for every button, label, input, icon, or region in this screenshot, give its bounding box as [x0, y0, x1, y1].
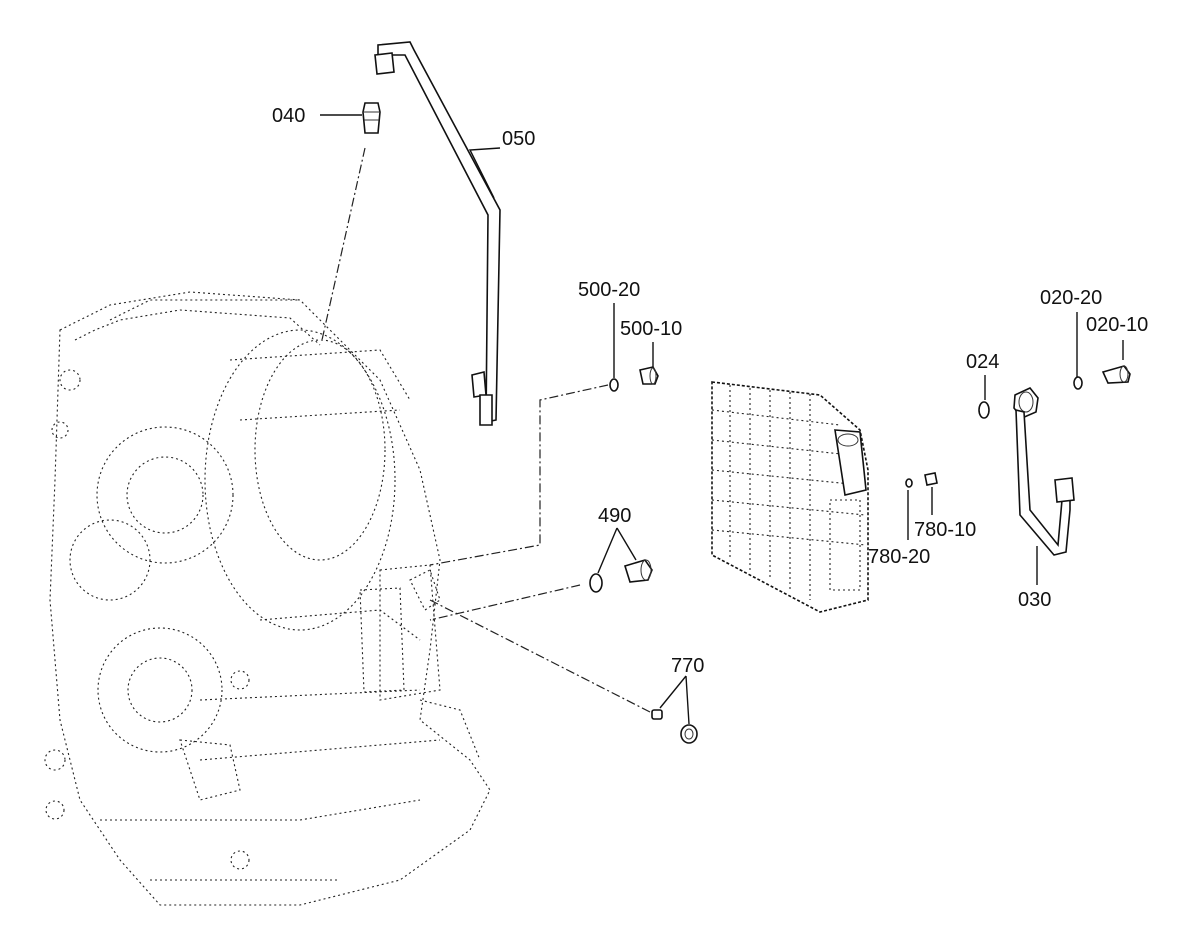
seal-ring-024: [978, 401, 990, 419]
seal-ring-490: [589, 573, 603, 593]
callout-labels: 040 050 500-20 500-10 024 020-20 020-10 …: [272, 105, 1148, 677]
label-020-20: 020-20: [1040, 287, 1102, 309]
transmission-housing: [44, 291, 491, 906]
label-490: 490: [598, 505, 631, 527]
seal-ring-780-20: [905, 478, 913, 488]
fitting-040: [362, 102, 381, 134]
seal-ring-770: [651, 709, 663, 720]
tube-030: [1013, 387, 1075, 556]
leader-lines: [320, 114, 1124, 725]
label-780-10: 780-10: [914, 519, 976, 541]
label-500-10: 500-10: [620, 318, 682, 340]
plug-780-10: [924, 472, 938, 486]
fitting-020-10: [1101, 365, 1131, 384]
seal-ring-020-20: [1073, 376, 1083, 390]
label-040: 040: [272, 105, 305, 127]
plug-490: [623, 559, 653, 583]
label-020-10: 020-10: [1086, 314, 1148, 336]
plug-500-10: [639, 366, 659, 385]
seal-ring-500-20: [609, 378, 619, 392]
label-500-20: 500-20: [578, 279, 640, 301]
label-770: 770: [671, 655, 704, 677]
assembly-lines: [321, 147, 651, 713]
label-024: 024: [966, 351, 999, 373]
label-050: 050: [502, 128, 535, 150]
label-030: 030: [1018, 589, 1051, 611]
plug-770: [680, 724, 698, 744]
control-valve-block: [711, 381, 869, 613]
label-780-20: 780-20: [868, 546, 930, 568]
tube-050: [374, 41, 501, 426]
